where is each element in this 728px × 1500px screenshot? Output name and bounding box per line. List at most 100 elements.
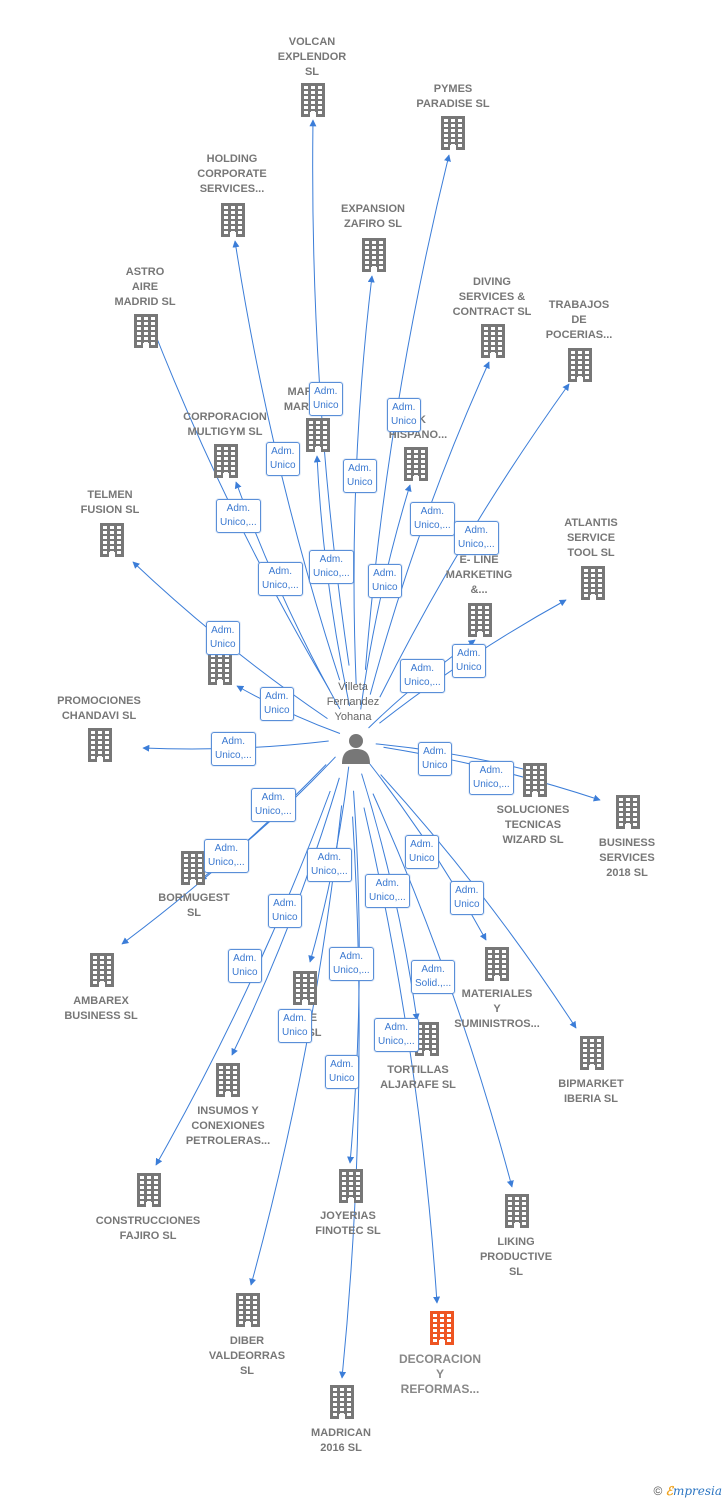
role-badge[interactable]: Adm. Unico,... xyxy=(374,1018,419,1052)
role-badge[interactable]: Adm. Unico,... xyxy=(309,550,354,584)
building-icon[interactable] xyxy=(219,203,247,242)
company-label: CORPORACION MULTIGYM SL xyxy=(183,411,267,438)
company-node-insumos[interactable]: INSUMOS Y CONEXIONES PETROLERAS... xyxy=(168,1104,288,1149)
company-node-materiales[interactable]: MATERIALES Y SUMINISTROS... xyxy=(437,987,557,1032)
company-node-bormugest[interactable]: BORMUGEST SL xyxy=(134,891,254,921)
company-node-madrican[interactable]: MADRICAN 2016 SL xyxy=(281,1426,401,1456)
building-icon[interactable] xyxy=(328,1385,356,1424)
company-node-expansion[interactable]: EXPANSION ZAFIRO SL xyxy=(313,202,433,232)
building-icon[interactable] xyxy=(88,953,116,992)
building-icon[interactable] xyxy=(439,116,467,155)
building-icon[interactable] xyxy=(428,1311,456,1350)
role-badge[interactable]: Adm. Unico,... xyxy=(211,732,256,766)
role-badge[interactable]: Adm. Unico,... xyxy=(307,848,352,882)
building-icon[interactable] xyxy=(466,603,494,642)
role-badge[interactable]: Adm. Unico xyxy=(266,442,300,476)
company-node-corporacion[interactable]: CORPORACION MULTIGYM SL xyxy=(165,410,285,440)
building-icon[interactable] xyxy=(579,566,607,605)
company-node-volcan[interactable]: VOLCAN EXPLENDOR SL xyxy=(252,35,372,80)
company-node-business[interactable]: BUSINESS SERVICES 2018 SL xyxy=(567,836,687,881)
company-node-soluciones[interactable]: SOLUCIONES TECNICAS WIZARD SL xyxy=(473,803,593,848)
building-icon[interactable] xyxy=(578,1036,606,1075)
building-icon[interactable] xyxy=(337,1169,365,1208)
company-label: CONSTRUCCIONES FAJIRO SL xyxy=(95,1215,201,1242)
building-icon[interactable] xyxy=(413,1022,441,1061)
role-badge[interactable]: Adm. Unico,... xyxy=(251,788,296,822)
company-label: PYMES PARADISE SL xyxy=(416,83,490,110)
building-icon[interactable] xyxy=(212,444,240,483)
role-badge[interactable]: Adm. Unico,... xyxy=(204,839,249,873)
building-icon[interactable] xyxy=(614,795,642,834)
building-icon[interactable] xyxy=(304,418,332,457)
building-icon[interactable] xyxy=(566,348,594,387)
building-icon[interactable] xyxy=(86,728,114,767)
company-node-promociones[interactable]: PROMOCIONES CHANDAVI SL xyxy=(39,694,159,724)
role-badge[interactable]: Adm. Unico xyxy=(452,644,486,678)
role-badge[interactable]: Adm. Unico,... xyxy=(469,761,514,795)
role-badge[interactable]: Adm. Unico xyxy=(368,564,402,598)
role-badge[interactable]: Adm. Unico xyxy=(343,459,377,493)
building-icon[interactable] xyxy=(98,523,126,562)
role-badge[interactable]: Adm. Unico xyxy=(387,398,421,432)
company-node-telmen[interactable]: TELMEN FUSION SL xyxy=(50,488,170,518)
company-node-ambarex[interactable]: AMBAREX BUSINESS SL xyxy=(41,994,161,1024)
person-icon[interactable] xyxy=(340,732,372,769)
building-icon[interactable] xyxy=(483,947,511,986)
company-node-liking[interactable]: LIKING PRODUCTIVE SL xyxy=(456,1235,576,1280)
company-node-eline[interactable]: E- LINE MARKETING &... xyxy=(419,553,539,598)
role-badge[interactable]: Adm. Unico,... xyxy=(410,502,455,536)
role-badge[interactable]: Adm. Unico xyxy=(309,382,343,416)
building-icon[interactable] xyxy=(479,324,507,363)
role-badge[interactable]: Adm. Unico,... xyxy=(400,659,445,693)
role-badge[interactable]: Adm. Unico,... xyxy=(216,499,261,533)
role-badge[interactable]: Adm. Unico,... xyxy=(329,947,374,981)
footer-credit: © ℰmpresia xyxy=(653,1484,722,1498)
role-badge[interactable]: Adm. Unico xyxy=(418,742,452,776)
company-label: TELMEN FUSION SL xyxy=(80,489,140,516)
role-badge[interactable]: Adm. Unico xyxy=(450,881,484,915)
building-icon[interactable] xyxy=(360,238,388,277)
company-label: AMBAREX BUSINESS SL xyxy=(64,995,138,1022)
company-node-decoracion[interactable]: DECORACION Y REFORMAS... xyxy=(380,1352,500,1397)
building-icon[interactable] xyxy=(234,1293,262,1332)
company-node-marvel[interactable]: MAR MARV xyxy=(240,385,360,415)
role-badge[interactable]: Adm. Unico,... xyxy=(454,521,499,555)
building-icon[interactable] xyxy=(521,763,549,802)
role-badge[interactable]: Adm. Unico xyxy=(206,621,240,655)
company-label: BIPMARKET IBERIA SL xyxy=(558,1078,624,1105)
company-node-trabajos[interactable]: TRABAJOS DE POCERIAS... xyxy=(519,298,639,343)
role-badge[interactable]: Adm. Unico xyxy=(260,687,294,721)
building-icon[interactable] xyxy=(402,447,430,486)
company-label: BORMUGEST SL xyxy=(158,892,230,919)
building-icon[interactable] xyxy=(179,851,207,890)
company-node-atlantis[interactable]: ATLANTIS SERVICE TOOL SL xyxy=(531,516,651,561)
building-icon[interactable] xyxy=(503,1194,531,1233)
company-label: SOLUCIONES TECNICAS WIZARD SL xyxy=(496,804,570,846)
role-badge[interactable]: Adm. Solid.,... xyxy=(411,960,456,994)
company-node-pymes[interactable]: PYMES PARADISE SL xyxy=(393,82,513,112)
role-badge[interactable]: Adm. Unico,... xyxy=(258,562,303,596)
company-node-tortillas[interactable]: TORTILLAS ALJARAFE SL xyxy=(358,1063,478,1093)
company-node-diber[interactable]: DIBER VALDEORRAS SL xyxy=(187,1334,307,1379)
role-badge[interactable]: Adm. Unico xyxy=(268,894,302,928)
building-icon[interactable] xyxy=(132,314,160,353)
building-icon[interactable] xyxy=(206,651,234,690)
company-node-bipmarket[interactable]: BIPMARKET IBERIA SL xyxy=(531,1077,651,1107)
building-icon[interactable] xyxy=(214,1063,242,1102)
role-badge[interactable]: Adm. Unico xyxy=(325,1055,359,1089)
role-badge[interactable]: Adm. Unico xyxy=(405,835,439,869)
role-badge[interactable]: Adm. Unico xyxy=(228,949,262,983)
building-icon[interactable] xyxy=(291,971,319,1010)
person-name[interactable]: Villeta Fernandez Yohana xyxy=(326,681,380,723)
company-node-diving[interactable]: DIVING SERVICES & CONTRACT SL xyxy=(432,275,552,320)
company-node-construcciones[interactable]: CONSTRUCCIONES FAJIRO SL xyxy=(88,1214,208,1244)
building-icon[interactable] xyxy=(135,1173,163,1212)
brand-logo[interactable]: ℰmpresia xyxy=(666,1484,722,1498)
building-icon[interactable] xyxy=(299,83,327,122)
edge-madrican xyxy=(339,816,360,1379)
company-node-joyerias[interactable]: JOYERIAS FINOTEC SL xyxy=(288,1209,408,1239)
role-badge[interactable]: Adm. Unico xyxy=(278,1009,312,1043)
role-badge[interactable]: Adm. Unico,... xyxy=(365,874,410,908)
company-node-astro[interactable]: ASTRO AIRE MADRID SL xyxy=(85,265,205,310)
company-node-holding[interactable]: HOLDING CORPORATE SERVICES... xyxy=(172,152,292,197)
